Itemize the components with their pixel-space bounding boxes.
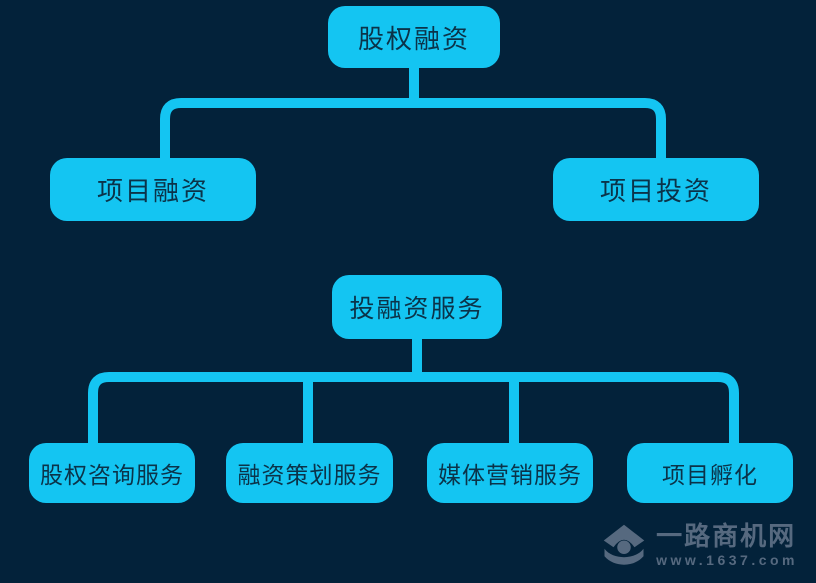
watermark: 一路商机网 www.1637.com xyxy=(600,521,798,569)
node-investment-financing-services: 投融资服务 xyxy=(332,275,502,339)
node-equity-consulting-service: 股权咨询服务 xyxy=(29,443,195,503)
node-project-incubation: 项目孵化 xyxy=(627,443,793,503)
node-project-investment: 项目投资 xyxy=(553,158,759,221)
node-project-financing: 项目融资 xyxy=(50,158,256,221)
node-media-marketing-service: 媒体营销服务 xyxy=(427,443,593,503)
watermark-text: 一路商机网 www.1637.com xyxy=(656,522,798,569)
node-equity-financing: 股权融资 xyxy=(328,6,500,68)
connector-tree1-branch xyxy=(160,98,666,164)
eye-diamond-logo-icon xyxy=(603,524,645,565)
watermark-site-url: www.1637.com xyxy=(656,552,798,569)
node-financing-planning-service: 融资策划服务 xyxy=(226,443,393,503)
watermark-site-name: 一路商机网 xyxy=(656,520,797,551)
connector-tree2-branch xyxy=(88,372,739,449)
